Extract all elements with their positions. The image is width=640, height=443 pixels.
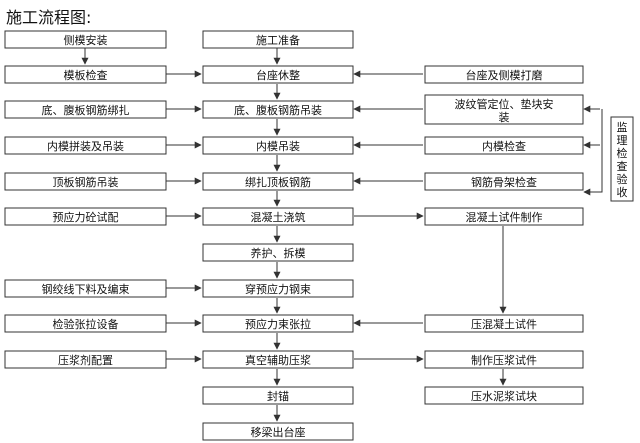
node-m2-label: 台座休整 bbox=[256, 68, 300, 82]
node-l9: 检验张拉设备 bbox=[4, 314, 167, 333]
node-r9: 压混凝土试件 bbox=[424, 314, 584, 333]
node-l3-label: 底、腹板钢筋绑扎 bbox=[42, 103, 130, 117]
node-m6-label: 混凝土浇筑 bbox=[251, 210, 306, 224]
node-m1: 施工准备 bbox=[202, 30, 354, 49]
node-m8: 穿预应力钢束 bbox=[202, 279, 354, 298]
node-r6: 混凝土试件制作 bbox=[424, 207, 584, 226]
node-l8: 钢绞线下料及编束 bbox=[4, 279, 167, 298]
node-supervisor-char: 检 bbox=[617, 146, 628, 160]
node-supervisor-char: 理 bbox=[617, 134, 628, 147]
page-title: 施工流程图: bbox=[6, 8, 92, 27]
node-m11-label: 封锚 bbox=[267, 389, 289, 403]
node-r4: 内模检查 bbox=[424, 136, 584, 155]
node-l10-label: 压浆剂配置 bbox=[58, 353, 113, 367]
node-m12: 移梁出台座 bbox=[202, 422, 354, 441]
node-supervisor-char: 收 bbox=[617, 185, 628, 199]
node-m4-label: 内模吊装 bbox=[256, 139, 300, 153]
node-m3-label: 底、腹板钢筋吊装 bbox=[234, 103, 322, 117]
connectors bbox=[81, 48, 603, 422]
node-r5-label: 钢筋骨架检查 bbox=[471, 175, 537, 189]
node-l5: 顶板钢筋吊装 bbox=[4, 172, 167, 191]
node-l1: 侧模安装 bbox=[4, 30, 167, 49]
node-l8-label: 钢绞线下料及编束 bbox=[42, 282, 130, 296]
node-r3-label-line2: 装 bbox=[499, 111, 510, 124]
node-l10: 压浆剂配置 bbox=[4, 350, 167, 369]
node-m7-label: 养护、拆模 bbox=[251, 246, 306, 260]
node-m5: 绑扎顶板钢筋 bbox=[202, 172, 354, 191]
node-r6-label: 混凝土试件制作 bbox=[466, 210, 543, 224]
node-m9-label: 预应力束张拉 bbox=[245, 317, 311, 331]
node-l5-label: 顶板钢筋吊装 bbox=[53, 175, 119, 189]
node-l4-label: 内模拼装及吊装 bbox=[47, 139, 124, 153]
node-r4-label: 内模检查 bbox=[482, 139, 526, 153]
node-r10: 制作压浆试件 bbox=[424, 350, 584, 369]
node-r11-label: 压水泥浆试块 bbox=[471, 389, 537, 403]
node-l3: 底、腹板钢筋绑扎 bbox=[4, 100, 167, 119]
node-m10-label: 真空辅助压浆 bbox=[245, 353, 311, 367]
node-supervisor-char: 验 bbox=[617, 172, 628, 186]
node-r9-label: 压混凝土试件 bbox=[471, 317, 537, 331]
node-supervisor: 监 理 检 查 验 收 bbox=[610, 116, 634, 202]
node-l6-label: 预应力砼试配 bbox=[53, 210, 119, 224]
node-r2-label: 台座及侧模打磨 bbox=[466, 68, 543, 82]
node-r5: 钢筋骨架检查 bbox=[424, 172, 584, 191]
node-m6: 混凝土浇筑 bbox=[202, 207, 354, 226]
node-r10-label: 制作压浆试件 bbox=[471, 353, 537, 367]
node-l1-label: 侧模安装 bbox=[64, 33, 108, 47]
node-m2: 台座休整 bbox=[202, 65, 354, 84]
node-m1-label: 施工准备 bbox=[256, 33, 300, 47]
node-r3-label-line1: 波纹管定位、垫块安 bbox=[455, 97, 554, 111]
node-supervisor-char: 监 bbox=[617, 121, 628, 134]
node-m4: 内模吊装 bbox=[202, 136, 354, 155]
node-r2: 台座及侧模打磨 bbox=[424, 65, 584, 84]
node-m8-label: 穿预应力钢束 bbox=[245, 282, 311, 296]
node-m3: 底、腹板钢筋吊装 bbox=[202, 100, 354, 119]
node-m12-label: 移梁出台座 bbox=[251, 425, 306, 439]
node-l2-label: 模板检查 bbox=[64, 68, 108, 82]
node-l6: 预应力砼试配 bbox=[4, 207, 167, 226]
node-m5-label: 绑扎顶板钢筋 bbox=[245, 175, 311, 189]
node-l9-label: 检验张拉设备 bbox=[53, 317, 119, 331]
node-m7: 养护、拆模 bbox=[202, 243, 354, 262]
node-r3: 波纹管定位、垫块安 装 bbox=[424, 94, 584, 125]
node-m11: 封锚 bbox=[202, 386, 354, 405]
node-m10: 真空辅助压浆 bbox=[202, 350, 354, 369]
node-r11: 压水泥浆试块 bbox=[424, 386, 584, 405]
arrow-sup-r5 bbox=[583, 109, 603, 196]
node-l2: 模板检查 bbox=[4, 65, 167, 84]
node-l4: 内模拼装及吊装 bbox=[4, 136, 167, 155]
node-supervisor-char: 查 bbox=[617, 159, 628, 173]
node-m9: 预应力束张拉 bbox=[202, 314, 354, 333]
